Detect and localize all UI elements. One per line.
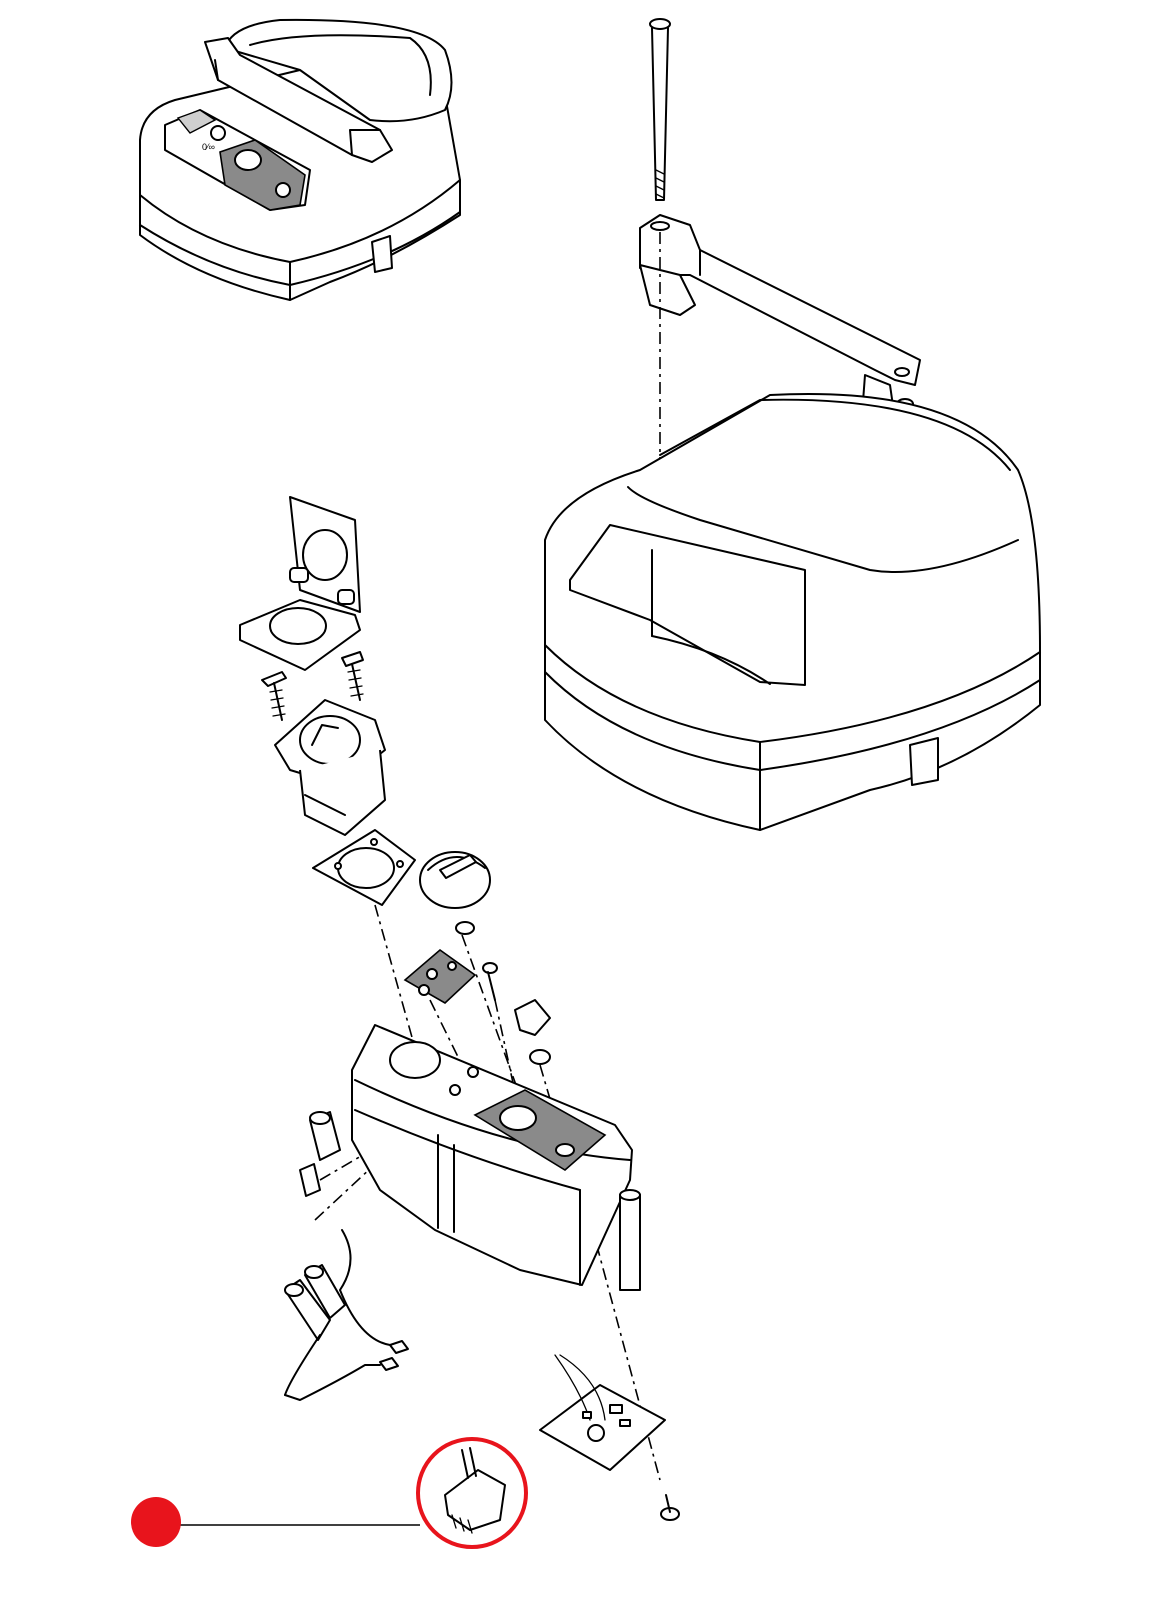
fittings: [299, 1111, 341, 1197]
assembled-unit-view: 0⁄∞: [139, 18, 461, 301]
bottom-screw: [660, 1494, 680, 1521]
connector-block-icon: [444, 1469, 506, 1531]
sensor-with-cable: [284, 1229, 409, 1401]
callout-marker[interactable]: [131, 1497, 420, 1547]
main-cover: [544, 392, 1041, 831]
screws-pair: [261, 651, 364, 721]
gasket-plate: [312, 829, 416, 906]
circuit-board: [539, 1354, 666, 1471]
highlight-ring: [416, 1437, 528, 1549]
tube: [619, 1189, 641, 1291]
main-body-housing: [351, 1024, 633, 1286]
socket-housing: [274, 699, 386, 836]
panel-marking-top: 0⁄∞: [202, 142, 215, 152]
callout-red-dot[interactable]: [131, 1497, 181, 1547]
carry-handle: [639, 214, 921, 426]
flip-lid-cover: [239, 496, 361, 671]
long-bolt: [649, 18, 671, 201]
small-parts: [482, 962, 551, 1065]
control-knob: [419, 851, 491, 935]
label-plate: [403, 948, 477, 1004]
highlighted-connector-block[interactable]: [416, 1437, 528, 1549]
